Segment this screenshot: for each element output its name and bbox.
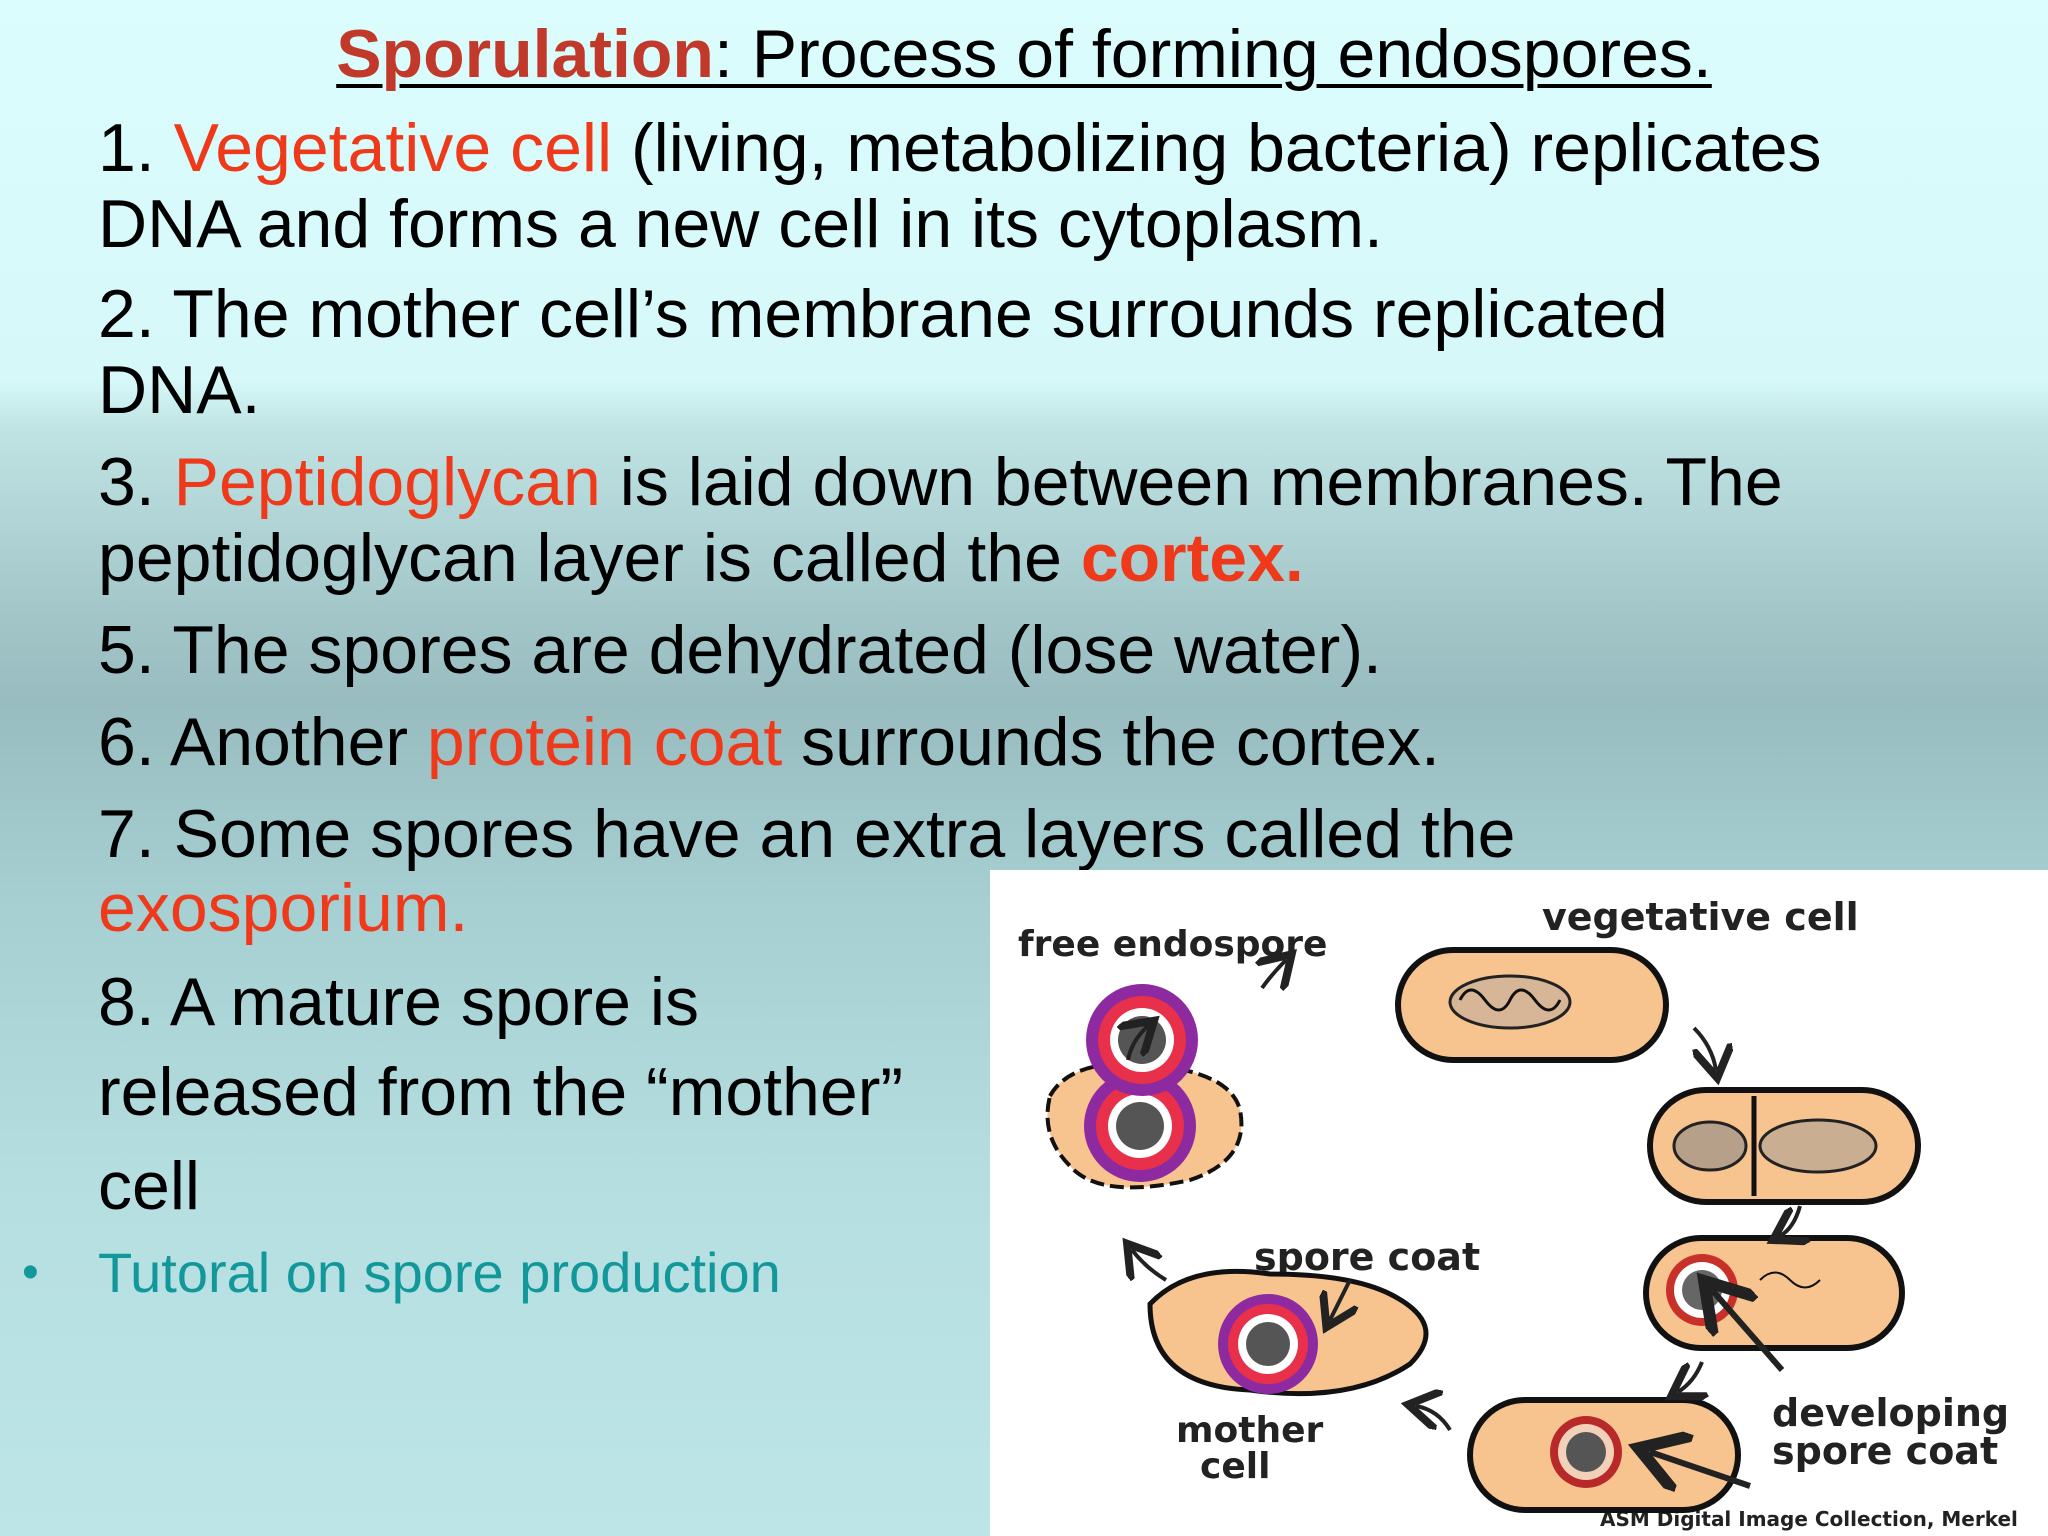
step-1-line-2: DNA and forms a new cell in its cytoplas… [98,186,1383,262]
step-7-number: 7. [98,796,174,872]
step-3-highlight: Peptidoglycan [173,444,601,520]
sporulation-diagram-svg: free endospore vegetative cell spore coa… [1018,895,2018,1531]
step-8-number: 8. [98,964,170,1040]
dividing-cell-shape [1647,1087,1921,1205]
title-keyword: Sporulation [336,16,714,92]
step-1-number: 1. [98,110,174,186]
step-7-line-1: 7. Some spores have an extra layers call… [98,796,1515,872]
label-vegetative-cell: vegetative cell [1542,895,1859,939]
step-3-text: is laid down between membranes. The [600,444,1783,520]
step-6-number: 6. [98,704,170,780]
step-1-highlight: Vegetative cell [173,110,613,186]
step-7-text: Some spores have an extra layers called … [173,796,1516,872]
title-rest: : Process of forming endospores. [713,16,1712,92]
label-free-endospore: free endospore [1018,924,1327,965]
label-mother-1: mother [1176,1410,1323,1451]
lysing-cell-shape [1045,1061,1244,1190]
mother-cell-shape [1147,1268,1429,1397]
step-5-line: 5. The spores are dehydrated (lose water… [98,612,1382,688]
step-1-text: (living, metabolizing bacteria) replicat… [612,110,1822,186]
step-8-line-1: 8. A mature spore is [98,964,699,1040]
free-endospore-shape [1086,984,1198,1096]
process-arrows [1128,960,1800,1486]
step-3-number: 3. [98,444,174,520]
step-8-text: A mature spore is [169,964,699,1040]
step-6-text: surrounds the cortex. [782,704,1440,780]
step-3-line-1: 3. Peptidoglycan is laid down between me… [98,444,1783,520]
step-6-highlight: protein coat [426,704,783,780]
step-8-line-2: released from the “mother” [98,1054,903,1130]
forespore-cell-shape [1467,1397,1741,1513]
step-6-line: 6. Another protein coat surrounds the co… [98,704,1440,780]
step-5-text: The spores are dehydrated (lose water). [172,612,1382,688]
spore-tutorial-link[interactable]: Tutoral on spore production [98,1241,781,1304]
step-6-text-pre: Another [169,704,427,780]
vegetative-cell-shape [1395,947,1669,1063]
step-1-line-1: 1. Vegetative cell (living, metabolizing… [98,110,1822,186]
step-2-line-1: 2. The mother cell’s membrane surrounds … [98,276,1668,352]
label-developing-1: developing [1772,1391,2009,1435]
step-3-text-2: peptidoglycan layer is called the [98,520,1081,596]
slide-title: Sporulation: Process of forming endospor… [0,14,2048,94]
step-2-line-2: DNA. [98,352,261,428]
exosporium-term: exosporium. [98,870,469,946]
step-5-number: 5. [98,612,173,688]
label-mother-2: cell [1200,1446,1270,1487]
step-8-line-3: cell [98,1148,201,1224]
label-spore-coat: spore coat [1254,1235,1480,1279]
label-developing-2: spore coat [1772,1429,1998,1473]
sporulation-diagram: free endospore vegetative cell spore coa… [990,870,2048,1536]
cortex-term: cortex. [1080,520,1304,596]
bullet-icon: • [22,1246,39,1299]
developing-spore-cell-shape [1643,1235,1905,1351]
step-3-line-2: peptidoglycan layer is called the cortex… [98,520,1304,596]
step-2-text: The mother cell’s membrane surrounds rep… [172,276,1668,352]
step-2-number: 2. [98,276,173,352]
